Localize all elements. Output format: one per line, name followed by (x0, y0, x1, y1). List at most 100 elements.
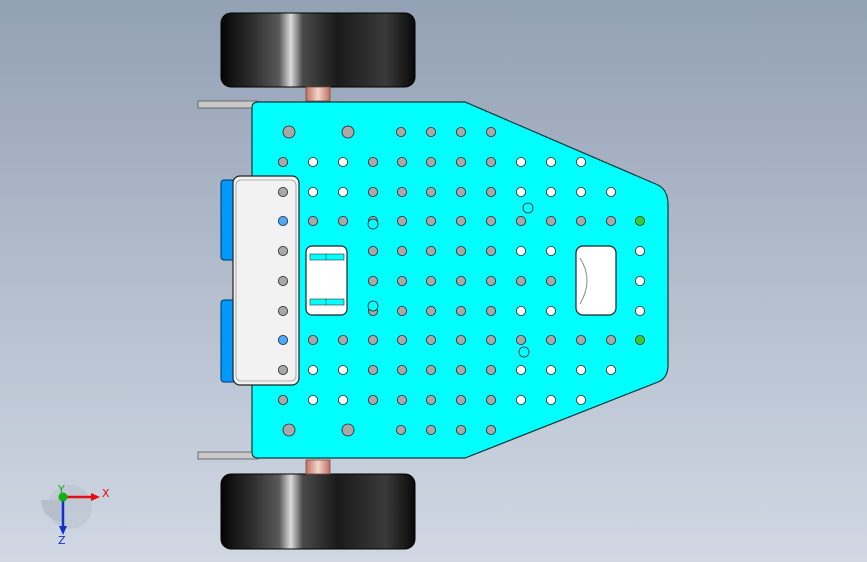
mounting-hole (425, 334, 436, 345)
mounting-hole (522, 202, 534, 214)
mounting-hole (367, 186, 378, 197)
mounting-hole (307, 364, 318, 375)
mounting-hole (635, 305, 646, 316)
mounting-hole (455, 305, 466, 316)
mounting-hole (455, 186, 466, 197)
front-cutout[interactable] (575, 245, 617, 316)
mounting-hole (367, 218, 379, 230)
mounting-hole (396, 186, 407, 197)
mounting-hole (516, 275, 527, 286)
mounting-hole (425, 394, 436, 405)
mounting-hole (546, 334, 557, 345)
mounting-hole (425, 364, 436, 375)
mounting-hole (425, 424, 436, 435)
mounting-hole (576, 215, 587, 226)
mounting-hole (367, 300, 379, 312)
coordinate-triad: X Y Z (41, 483, 110, 547)
mounting-hole (337, 186, 348, 197)
mounting-hole (396, 305, 407, 316)
highlight-hole (635, 215, 646, 226)
mounting-hole (367, 334, 378, 345)
mounting-hole (455, 245, 466, 256)
mounting-hole (485, 156, 496, 167)
mounting-hole (455, 156, 466, 167)
bottom-wheel[interactable] (220, 459, 416, 550)
mounting-hole (518, 346, 530, 358)
mounting-hole (396, 334, 407, 345)
mounting-hole (485, 305, 496, 316)
bottom-motor-rod (197, 451, 259, 460)
bracket-hole (277, 245, 288, 256)
top-motor-rod (197, 100, 259, 109)
mounting-hole (485, 127, 496, 138)
mounting-hole (425, 245, 436, 256)
mounting-hole (576, 334, 587, 345)
rear-bracket[interactable] (232, 175, 300, 386)
mounting-hole (425, 275, 436, 286)
mounting-hole (396, 245, 407, 256)
top-wheel[interactable] (220, 12, 416, 102)
mounting-hole (485, 424, 496, 435)
mounting-hole (635, 275, 646, 286)
mounting-hole (485, 186, 496, 197)
mounting-hole (635, 245, 646, 256)
mounting-hole (367, 245, 378, 256)
mounting-hole (606, 215, 617, 226)
mounting-hole (485, 275, 496, 286)
bracket-hole (277, 364, 288, 375)
z-axis-label: Z (58, 534, 66, 547)
mounting-hole (425, 215, 436, 226)
mounting-hole (395, 424, 406, 435)
mounting-hole (485, 245, 496, 256)
mounting-hole (546, 364, 557, 375)
mounting-hole (455, 127, 466, 138)
mounting-hole (516, 186, 527, 197)
mounting-hole (516, 334, 527, 345)
mounting-hole (282, 125, 296, 139)
mounting-hole (425, 186, 436, 197)
mounting-hole (282, 423, 296, 437)
mounting-hole (455, 424, 466, 435)
mounting-hole (396, 215, 407, 226)
top-axle-hub (305, 86, 331, 102)
mounting-hole (367, 394, 378, 405)
mounting-hole (455, 394, 466, 405)
mounting-hole (546, 394, 557, 405)
mounting-hole (341, 423, 355, 437)
mounting-hole (546, 245, 557, 256)
mounting-hole (396, 364, 407, 375)
mounting-hole (337, 394, 348, 405)
mounting-hole (455, 215, 466, 226)
mounting-hole (485, 364, 496, 375)
mounting-hole (307, 215, 318, 226)
mounting-hole (396, 156, 407, 167)
mounting-hole (396, 394, 407, 405)
bracket-hole (277, 305, 288, 316)
mounting-hole (307, 394, 318, 405)
mounting-hole (367, 364, 378, 375)
mounting-hole (576, 394, 587, 405)
mounting-hole (307, 156, 318, 167)
mounting-hole (516, 215, 527, 226)
y-axis-marker (58, 492, 68, 502)
mounting-hole (307, 186, 318, 197)
highlight-hole (635, 334, 646, 345)
mounting-hole (485, 215, 496, 226)
mounting-hole (337, 334, 348, 345)
bottom-axle-hub (305, 459, 331, 475)
x-axis-label: X (102, 487, 110, 500)
mounting-hole (606, 334, 617, 345)
center-slot[interactable] (305, 245, 348, 316)
bracket-hole (277, 275, 288, 286)
mounting-hole (277, 394, 288, 405)
mounting-hole (337, 156, 348, 167)
mounting-hole (546, 275, 557, 286)
mounting-holes (277, 125, 646, 437)
mounting-hole (546, 305, 557, 316)
mounting-hole (485, 394, 496, 405)
mounting-hole (367, 156, 378, 167)
mounting-hole (395, 127, 406, 138)
y-axis-label: Y (57, 483, 65, 496)
